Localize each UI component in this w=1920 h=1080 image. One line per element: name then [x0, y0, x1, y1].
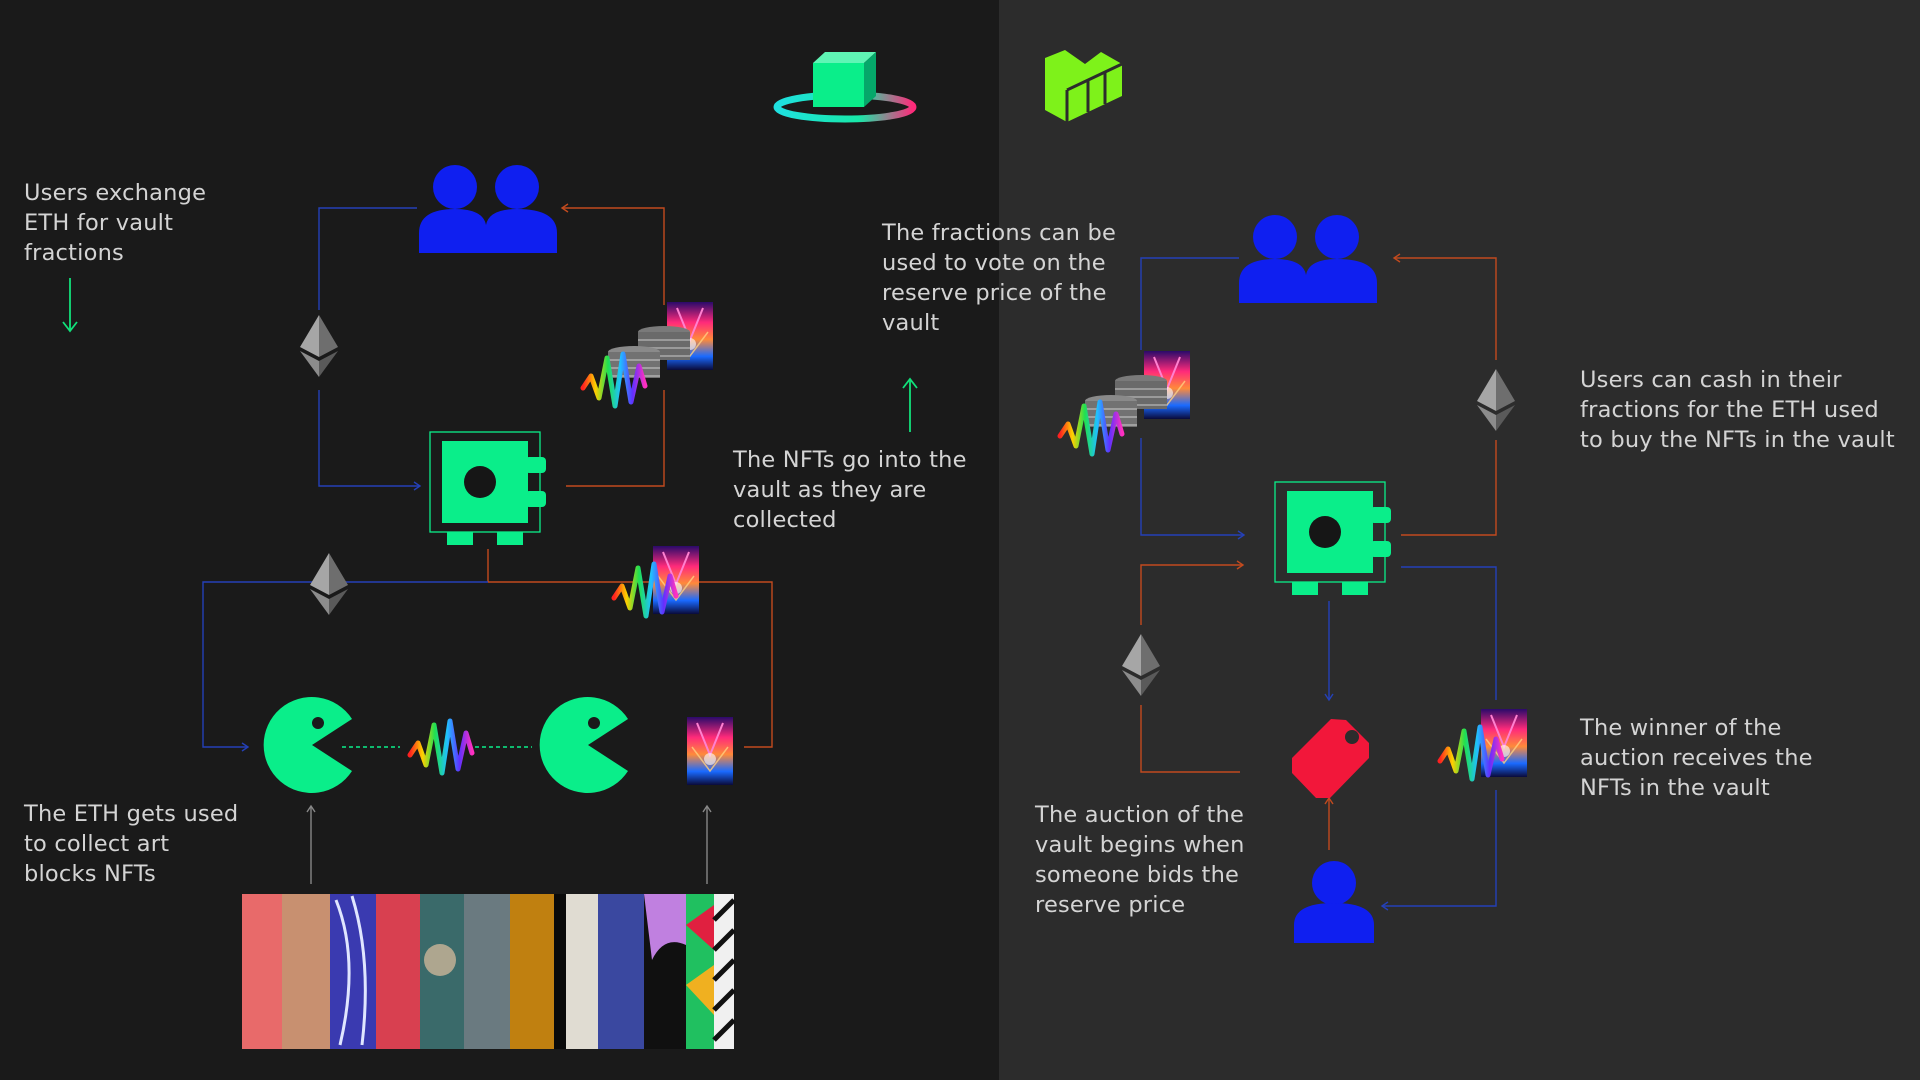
ethereum-icon — [1122, 634, 1160, 696]
caption-winner: The winner of the auction receives the N… — [1580, 715, 1813, 801]
ethereum-icon — [310, 553, 348, 615]
users-group-icon — [1239, 215, 1377, 303]
collector-bot-icon — [263, 697, 352, 793]
right-flow-lines — [1140, 253, 1497, 911]
caption-auction-begins: The auction of the vault begins when som… — [1035, 802, 1245, 918]
caption-users-exchange: Users exchange ETH for vault fractions — [24, 180, 207, 266]
caption-nfts-into-vault: The NFTs go into the vault as they are c… — [733, 447, 967, 533]
users-group-icon — [419, 165, 557, 253]
price-tag-icon — [1292, 719, 1369, 798]
caption-arrows — [62, 278, 918, 432]
caption-fractions-vote: The fractions can be used to vote on the… — [882, 220, 1116, 336]
coin-stack-nft-bundle — [1060, 350, 1191, 454]
collector-bot-icon — [539, 697, 628, 793]
art-blocks-collection-strip — [242, 894, 736, 1049]
caption-cash-in: Users can cash in their fractions for th… — [1580, 367, 1895, 453]
art-blocks-squiggle-icon — [410, 721, 472, 773]
squiggle-nft-bundle — [614, 545, 700, 616]
squiggle-nft-bundle — [1440, 708, 1528, 779]
ethereum-icon — [300, 315, 338, 377]
left-flow-lines — [202, 203, 773, 884]
nft-artwork-icon — [686, 716, 734, 786]
vault-safe-icon — [429, 431, 547, 546]
coin-stack-nft-bundle — [583, 301, 714, 406]
caption-eth-used: The ETH gets used to collect art blocks … — [24, 801, 239, 887]
single-user-icon — [1294, 861, 1374, 943]
vault-safe-icon — [1274, 481, 1392, 596]
fractional-logo-icon — [1045, 50, 1123, 122]
right-panel-background — [999, 0, 1920, 1080]
ethereum-icon — [1477, 369, 1515, 431]
vault-platform-logo-icon — [773, 52, 917, 123]
